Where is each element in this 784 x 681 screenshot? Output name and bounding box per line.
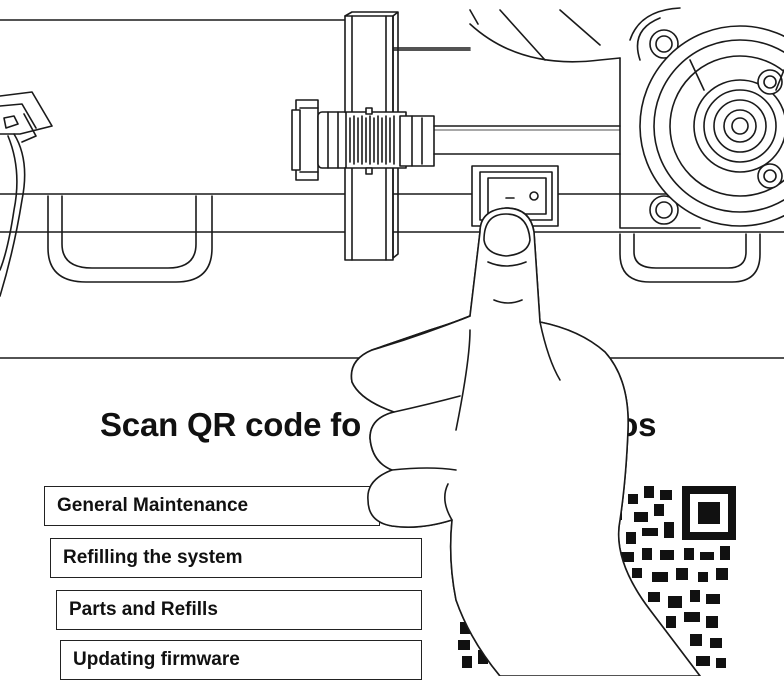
menu-item-refilling[interactable]: Refilling the system [50, 538, 422, 578]
menu-item-general-maintenance[interactable]: General Maintenance [44, 486, 380, 526]
menu-item-updating-firmware[interactable]: Updating firmware [60, 640, 422, 680]
threaded-connector [291, 99, 621, 181]
page-title: Scan QR code fo [100, 406, 362, 443]
page-title-suffix: eos [600, 406, 657, 443]
cable-connector [0, 91, 53, 297]
menu-item-parts-refills[interactable]: Parts and Refills [56, 590, 422, 630]
pump-assembly [619, 7, 784, 229]
